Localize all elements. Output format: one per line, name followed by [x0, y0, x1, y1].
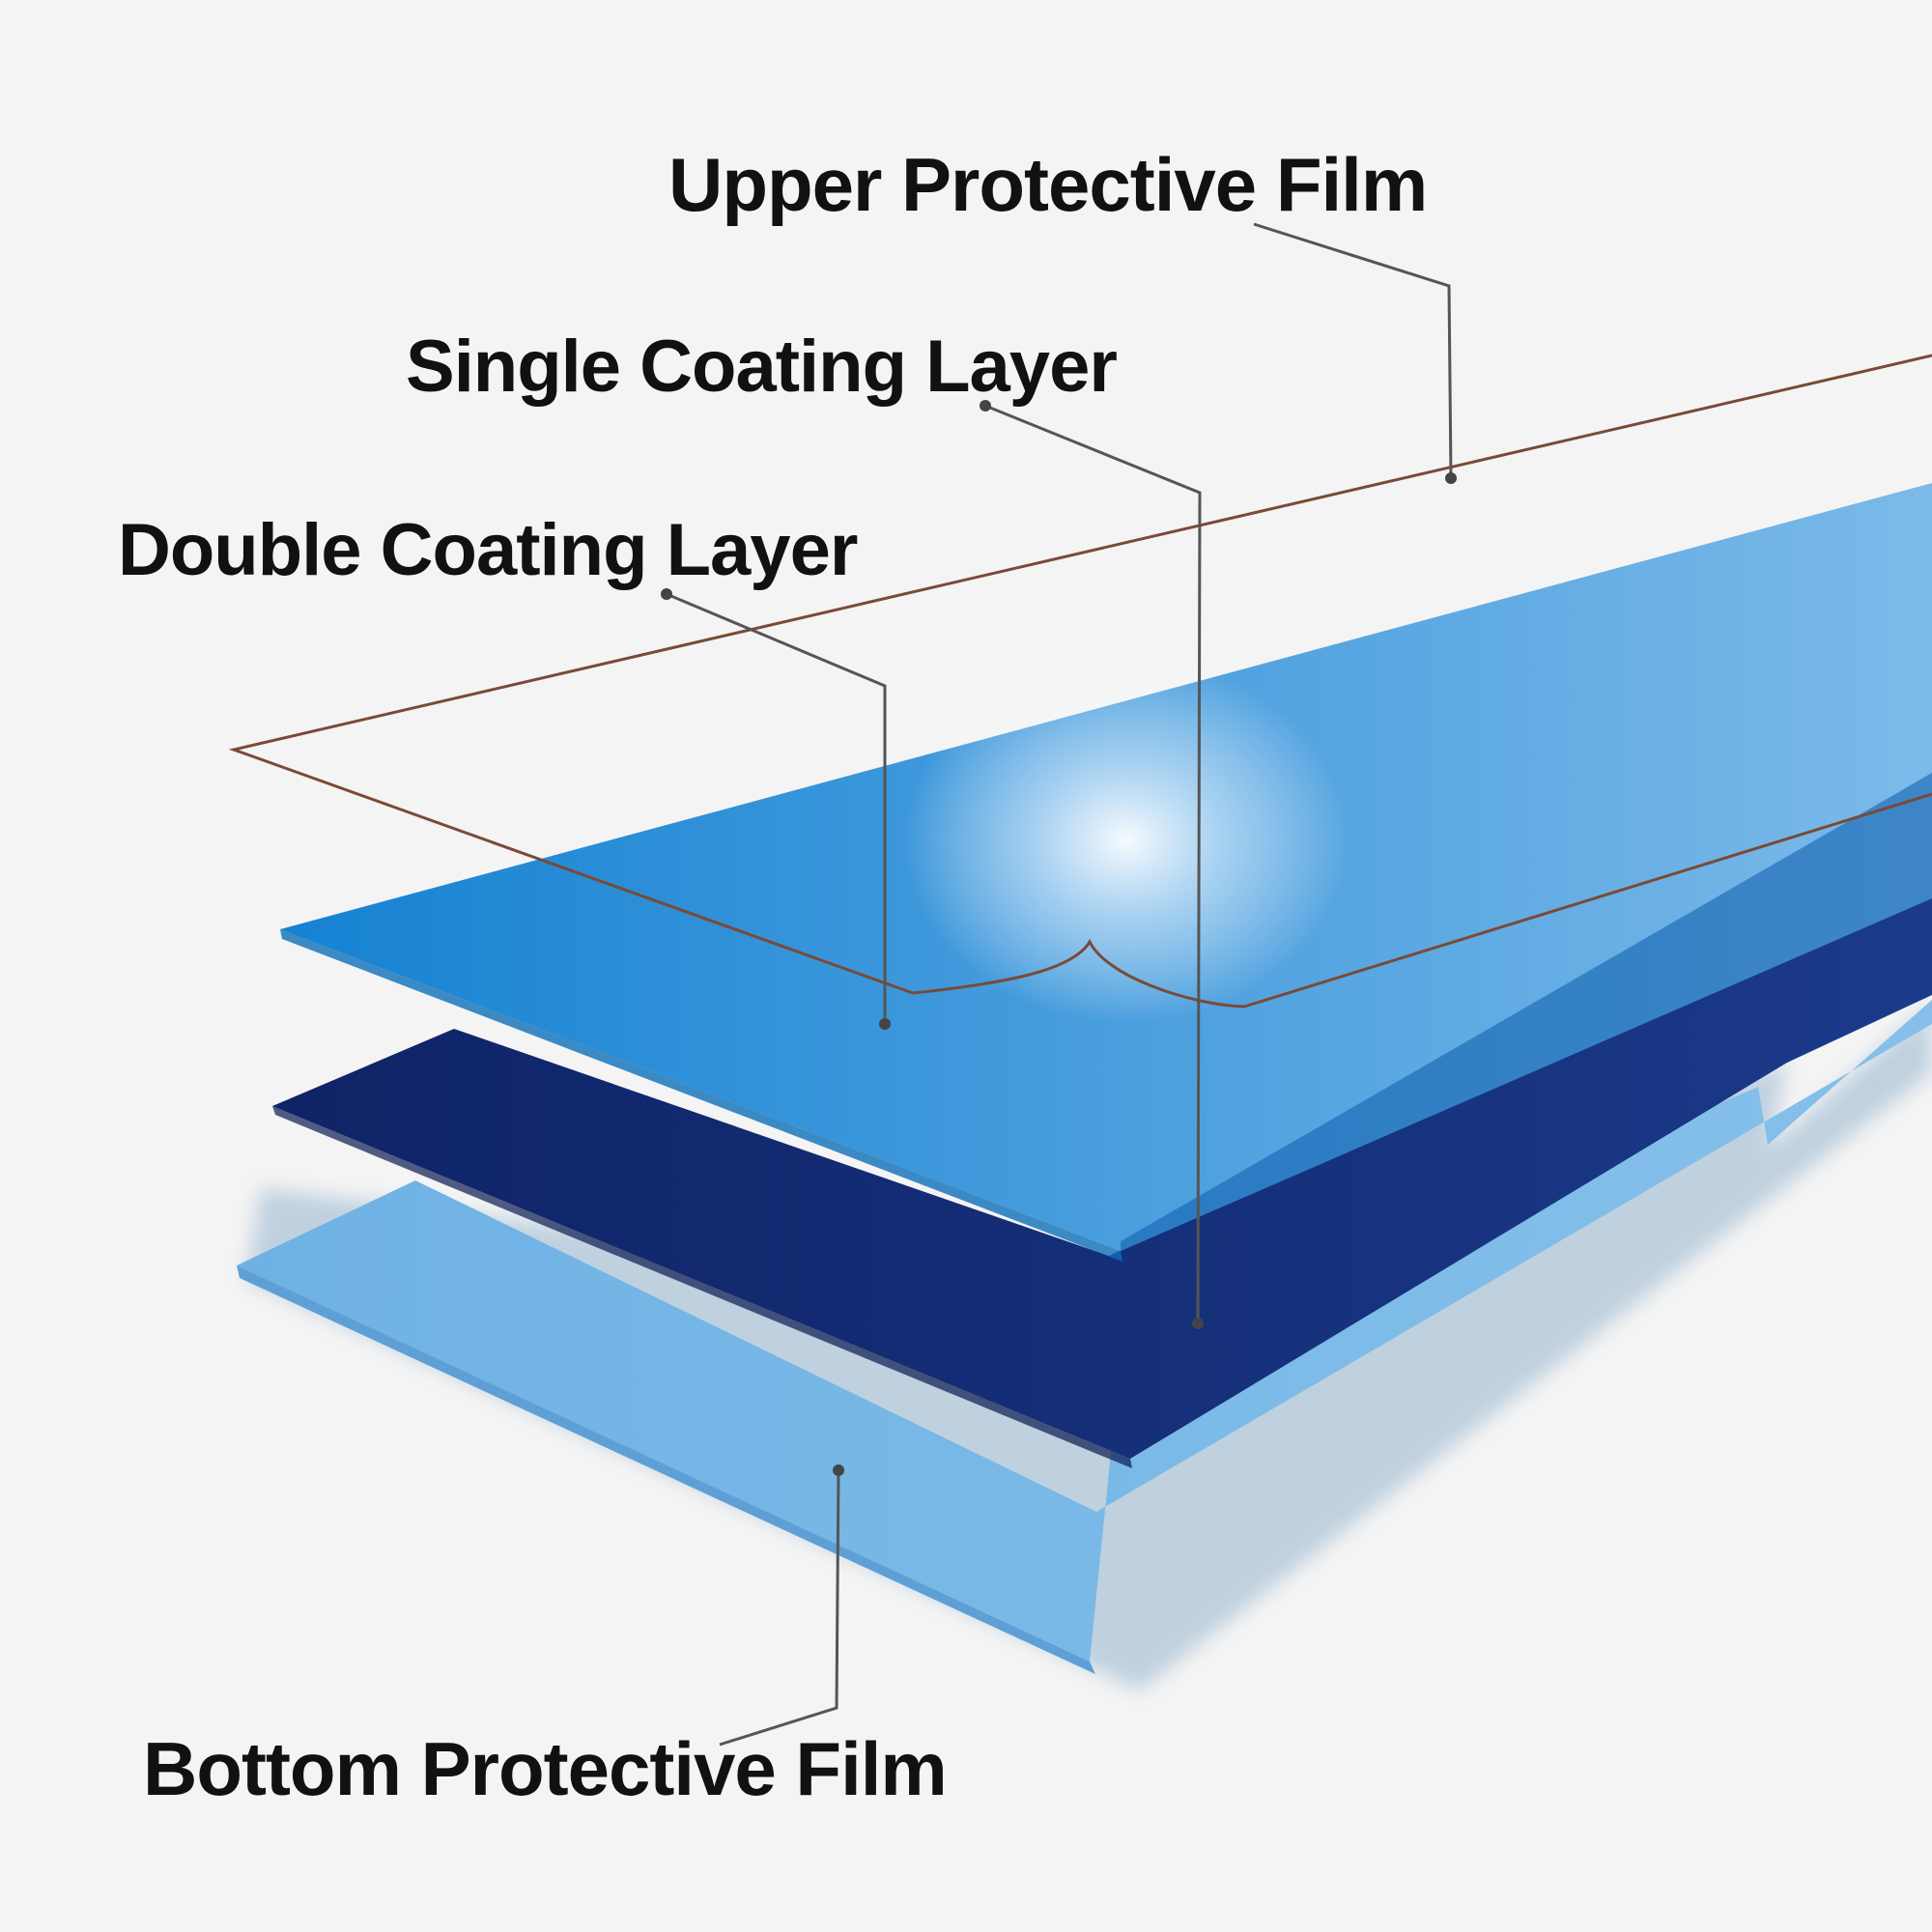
dot-double-coating	[879, 1018, 891, 1030]
dot-double-coating-top	[661, 588, 672, 600]
leader-line-double-coating	[666, 592, 887, 1024]
upper-protective-film-label: Upper Protective Film	[668, 142, 1428, 227]
bottom-protective-film-label: Bottom Protective Film	[143, 1726, 948, 1811]
leader-line-upper-film	[1253, 222, 1453, 479]
double-coating-layer-label: Double Coating Layer	[118, 509, 858, 591]
double-coating-layer	[280, 483, 1932, 1262]
dot-single-coating	[1192, 1318, 1204, 1329]
light-glare	[903, 657, 1348, 1024]
dot-bottom-film	[833, 1464, 844, 1476]
upper-protective-film-outline	[228, 354, 1932, 1009]
dot-single-coating-top	[980, 400, 991, 412]
dot-upper-film	[1445, 472, 1457, 484]
single-coating-layer-label: Single Coating Layer	[406, 326, 1118, 408]
leader-line-bottom-film	[719, 1469, 840, 1747]
leader-line-single-coating	[984, 404, 1202, 1324]
leader-dots	[661, 400, 1457, 1476]
bottom-film-sheet	[237, 1000, 1932, 1662]
leader-lines	[666, 222, 1453, 1747]
single-coating-layer	[272, 850, 1932, 1468]
